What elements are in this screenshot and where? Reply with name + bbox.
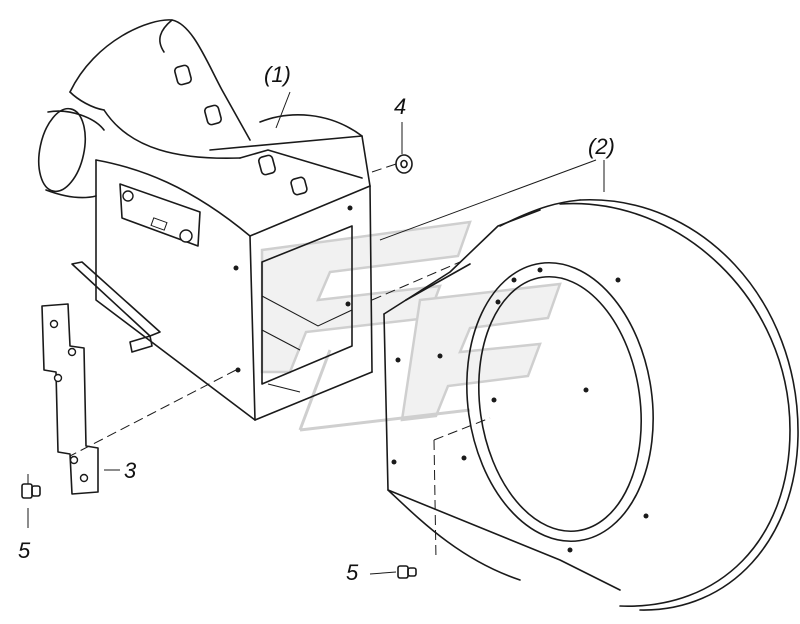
callout-part-4: 4 xyxy=(394,94,407,119)
fan-casing-assembly xyxy=(383,199,799,611)
bracket-part-3 xyxy=(41,303,99,495)
blower-housing-assembly xyxy=(37,19,373,421)
callout-assembly-2: (2) xyxy=(588,134,615,159)
callout-assembly-1: (1) xyxy=(264,62,291,87)
screw-part-5-bottom xyxy=(397,565,417,579)
watermark-logo xyxy=(260,220,562,432)
leader-lines xyxy=(27,91,605,575)
screw-part-5-left xyxy=(21,483,41,499)
callout-part-5-left: 5 xyxy=(18,538,31,563)
callout-part-5-bottom: 5 xyxy=(346,560,359,585)
washer-part-4 xyxy=(395,154,413,174)
callout-part-3: 3 xyxy=(124,458,137,483)
